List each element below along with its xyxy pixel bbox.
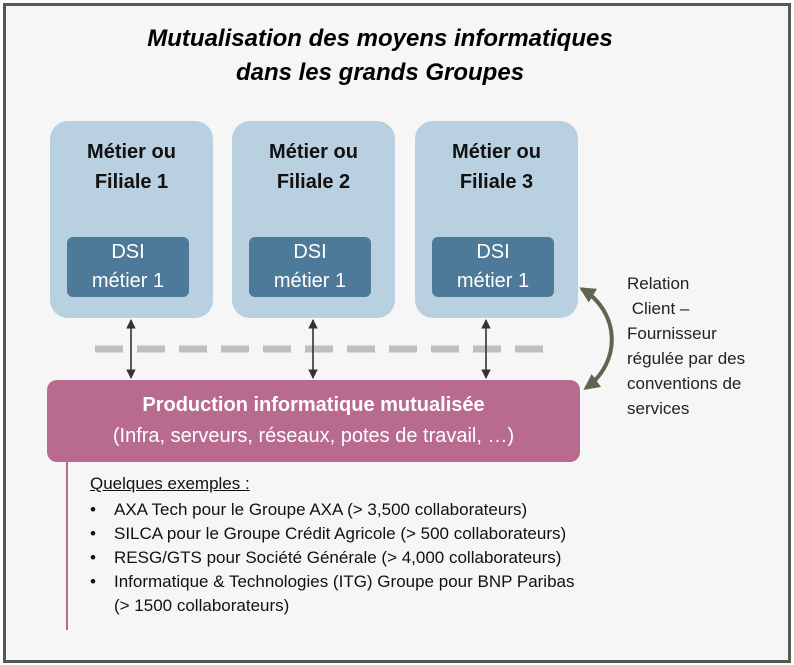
dsi-line-2: métier 1 <box>91 270 165 292</box>
examples-title: Quelques exemples : <box>90 474 250 493</box>
example-item: AXA Tech pour le Groupe AXA (> 3,500 col… <box>90 498 650 522</box>
examples-section: Quelques exemples : AXA Tech pour le Gro… <box>90 472 650 618</box>
diagram-title: Mutualisation des moyens informatiques d… <box>0 22 760 90</box>
example-item-continuation: (> 1500 collaborateurs) <box>114 596 290 615</box>
dsi-line-2: métier 1 <box>273 270 347 292</box>
dsi-box: DSI métier 1 <box>249 237 371 297</box>
dsi-line-1: DSI <box>476 241 510 263</box>
dsi-line-1: DSI <box>293 241 327 263</box>
card-title: Métier ou Filiale 2 <box>232 137 395 197</box>
card-title-line-1: Métier ou <box>452 141 541 163</box>
card-title-line-2: Filiale 1 <box>94 171 169 193</box>
example-item: RESG/GTS pour Société Générale (> 4,000 … <box>90 546 650 570</box>
card-title: Métier ou Filiale 3 <box>415 137 578 197</box>
title-line-2: dans les grands Groupes <box>235 59 525 86</box>
title-line-1: Mutualisation des moyens informatiques <box>147 25 613 52</box>
dsi-line-1: DSI <box>111 241 145 263</box>
dsi-line-2: métier 1 <box>456 270 530 292</box>
dsi-box: DSI métier 1 <box>432 237 554 297</box>
card-title-line-2: Filiale 3 <box>459 171 534 193</box>
dsi-box: DSI métier 1 <box>67 237 189 297</box>
card-filiale-3: Métier ou Filiale 3 DSI métier 1 <box>415 121 578 318</box>
curved-relation-arrow <box>579 287 614 390</box>
card-title-line-1: Métier ou <box>269 141 358 163</box>
card-title: Métier ou Filiale 1 <box>50 137 213 197</box>
card-filiale-1: Métier ou Filiale 1 DSI métier 1 <box>50 121 213 318</box>
production-connector-line <box>66 462 68 630</box>
production-title: Production informatique mutualisée <box>142 394 485 416</box>
card-title-line-2: Filiale 2 <box>276 171 351 193</box>
examples-list: AXA Tech pour le Groupe AXA (> 3,500 col… <box>90 498 650 618</box>
card-filiale-2: Métier ou Filiale 2 DSI métier 1 <box>232 121 395 318</box>
production-box: Production informatique mutualisée (Infr… <box>47 380 580 462</box>
card-title-line-1: Métier ou <box>87 141 176 163</box>
example-item: Informatique & Technologies (ITG) Groupe… <box>90 570 650 594</box>
example-item: SILCA pour le Groupe Crédit Agricole (> … <box>90 522 650 546</box>
relation-label: Relation Client – Fournisseur régulée pa… <box>627 274 746 418</box>
production-subtitle: (Infra, serveurs, réseaux, potes de trav… <box>112 425 515 447</box>
